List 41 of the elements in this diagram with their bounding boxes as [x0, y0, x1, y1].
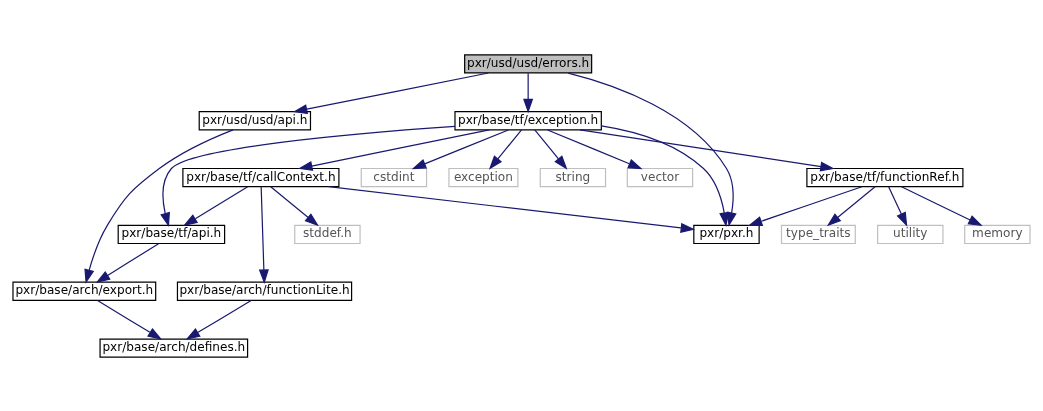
arrow: [547, 128, 643, 169]
node-box: stddef.h: [294, 224, 361, 244]
arrow: [900, 185, 983, 226]
arrow: [600, 124, 730, 227]
arrow: [160, 125, 456, 227]
arrow: [567, 71, 737, 227]
arrow: [411, 128, 509, 169]
arrow: [488, 128, 523, 170]
node-box: pxr/usd/usd/api.h: [198, 110, 312, 130]
arrow: [888, 185, 908, 227]
node-box: pxr/pxr.h: [693, 224, 760, 244]
node-box: pxr/base/tf/api.h: [117, 224, 226, 244]
arrow: [95, 242, 160, 283]
node-box: pxr/base/arch/export.h: [12, 281, 157, 301]
arrow: [747, 185, 863, 226]
arrow: [84, 128, 234, 284]
node-box: pxr/base/tf/exception.h: [454, 110, 602, 130]
arrow: [298, 128, 490, 171]
node-box: cstdint: [360, 167, 428, 187]
arrow: [328, 185, 696, 233]
arrow: [292, 71, 489, 114]
node-box: pxr/base/tf/callContext.h: [182, 167, 340, 187]
node-box: pxr/base/arch/defines.h: [99, 337, 249, 358]
node-box: memory: [964, 224, 1031, 244]
node-box: exception: [448, 167, 519, 187]
arrow: [523, 72, 534, 113]
node-box: pxr/usd/usd/errors.h: [464, 53, 593, 74]
arrow: [96, 299, 163, 340]
arrow: [185, 299, 252, 340]
node-box: vector: [626, 167, 694, 187]
node-box: utility: [877, 224, 944, 244]
arrow: [270, 185, 319, 226]
arrow: [579, 128, 835, 172]
node-box: pxr/base/tf/functionRef.h: [806, 167, 964, 187]
arrow: [826, 185, 876, 226]
arrow: [258, 185, 269, 284]
node-box: pxr/base/arch/functionLite.h: [176, 281, 353, 301]
node-box: string: [539, 167, 607, 187]
arrow: [183, 185, 249, 226]
node-box: type_traits: [780, 224, 856, 244]
arrow: [534, 128, 568, 170]
